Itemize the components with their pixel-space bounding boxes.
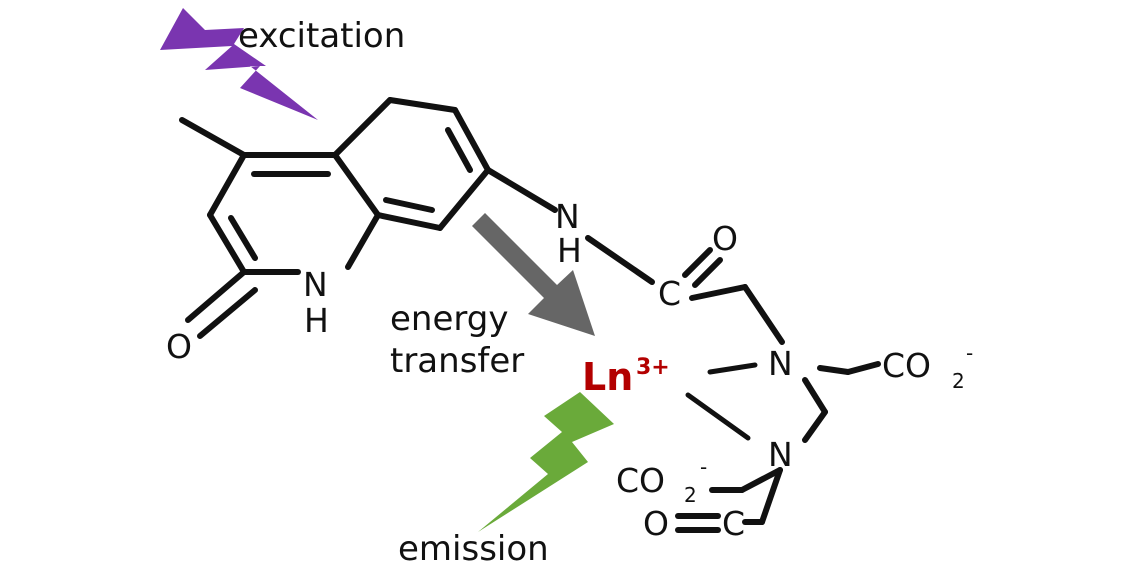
energy-transfer-label-line1: energy xyxy=(390,299,508,339)
emission-bolt-icon xyxy=(478,392,614,532)
excitation-label: excitation xyxy=(238,16,405,56)
coordination-bond-lower xyxy=(685,392,751,441)
amide-chain xyxy=(585,235,785,345)
energy-transfer-arrow-icon xyxy=(472,213,595,336)
bottom-c-label: C xyxy=(722,504,745,543)
benzene-ring xyxy=(332,97,558,231)
amine-n1-label: N xyxy=(768,344,793,383)
lanthanide-ion-charge: 3+ xyxy=(636,355,670,380)
carbonyl-o-label: O xyxy=(166,327,192,366)
carboxylate-right-label: CO xyxy=(882,346,931,385)
ring-h-label: H xyxy=(304,301,329,340)
excitation-bolt-icon xyxy=(160,8,318,120)
amide-c-label: C xyxy=(658,274,681,313)
pyridinone-ring xyxy=(179,117,381,339)
ring-n-label: N xyxy=(303,265,328,304)
carboxylate-right-charge: - xyxy=(966,341,973,365)
bottom-o-label: O xyxy=(643,504,669,543)
energy-transfer-label-line2: transfer xyxy=(390,341,524,381)
carboxylate-right-subscript: 2 xyxy=(952,369,965,393)
chelator-arms xyxy=(675,361,881,533)
emission-label: emission xyxy=(398,529,549,569)
carboxylate-left-charge: - xyxy=(700,455,707,479)
lanthanide-ion-symbol: Ln xyxy=(582,355,633,399)
amide-n-label: N xyxy=(555,197,580,236)
carboxylate-left-subscript: 2 xyxy=(684,483,697,507)
coordination-bond-upper xyxy=(707,362,758,375)
carboxylate-left-label: CO xyxy=(616,461,665,500)
amine-n2-label: N xyxy=(768,435,793,474)
amide-h-label: H xyxy=(557,231,582,270)
amide-o-label: O xyxy=(712,219,738,258)
